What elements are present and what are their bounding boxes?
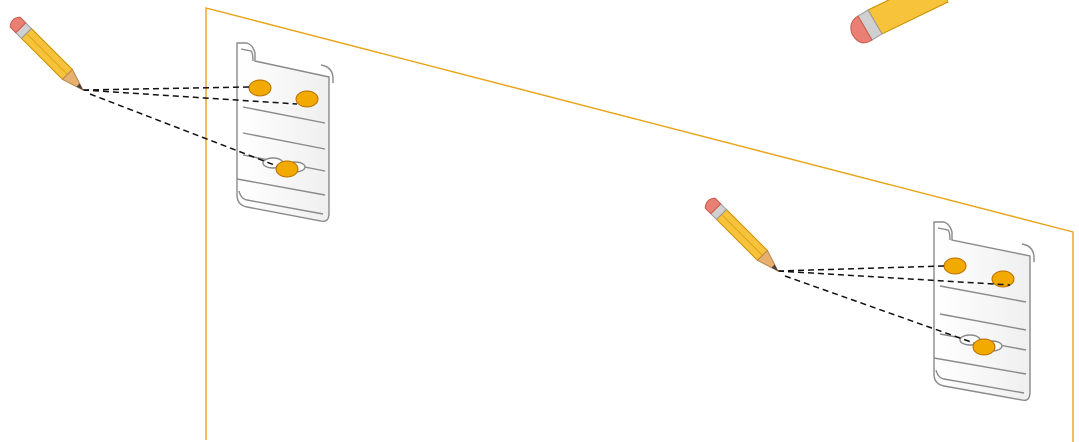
drill-marker [972, 338, 996, 356]
guide-line [89, 93, 278, 167]
guide-line [784, 275, 975, 344]
drill-marker [248, 79, 272, 97]
pencil-icon [9, 16, 85, 92]
drill-marker [295, 90, 319, 108]
drill-marker [991, 270, 1015, 288]
pencil-icon [704, 197, 780, 273]
pencil-icon [850, 0, 949, 44]
mounting-bracket-icon [236, 42, 334, 223]
guide-lines [82, 86, 1011, 344]
left-mounting-bracket [236, 42, 334, 223]
guide-line [777, 270, 1011, 286]
guide-line [82, 89, 298, 105]
right-mounting-bracket [933, 221, 1035, 402]
mounting-panel-outline [205, 7, 1074, 442]
drill-marker [275, 160, 299, 178]
guide-line [777, 265, 945, 272]
guide-line [82, 86, 250, 91]
mounting-bracket-icon [933, 221, 1035, 402]
drill-marker [943, 257, 967, 275]
